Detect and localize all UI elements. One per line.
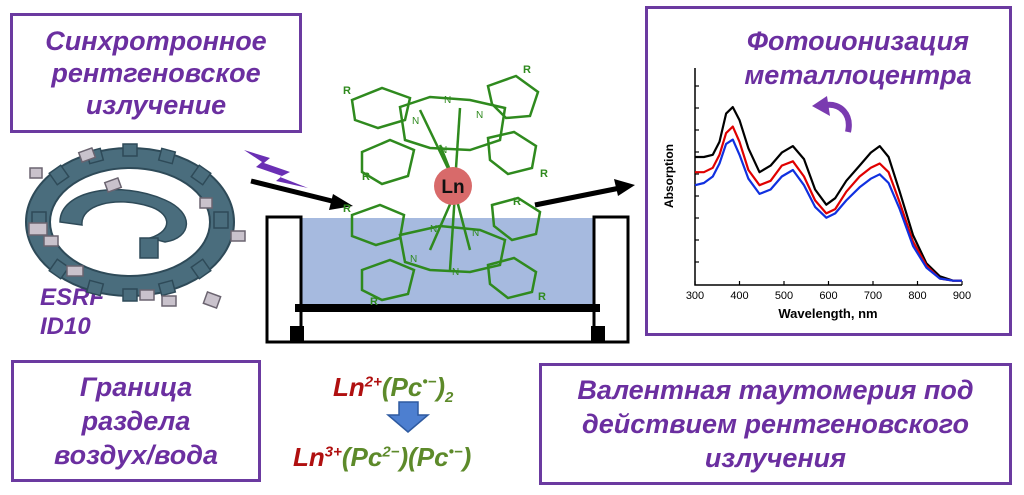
y-axis-label: Absorption bbox=[662, 144, 676, 208]
interface-text: Граница раздела воздух/вода bbox=[54, 372, 218, 470]
x-tick-label: 800 bbox=[908, 290, 926, 302]
x-tick-label: 600 bbox=[819, 290, 837, 302]
x-tick-label: 700 bbox=[864, 290, 882, 302]
series-line-2 bbox=[694, 138, 962, 282]
x-tick-label: 500 bbox=[775, 290, 793, 302]
tautomerism-box: Валентная таутомерия под действием рентг… bbox=[539, 363, 1012, 485]
x-axis-label: Wavelength, nm bbox=[778, 306, 877, 321]
series-line-0 bbox=[695, 106, 962, 282]
tautomerism-text: Валентная таутомерия под действием рентг… bbox=[577, 375, 974, 473]
photoionization-text: Фотоионизация металлоцентра bbox=[744, 26, 972, 90]
chart-axes: 300 400 500 600 700 800 900 bbox=[686, 68, 971, 302]
x-tick-label: 900 bbox=[953, 290, 971, 302]
synchrotron-text: Синхротронное рентгеновское излучение bbox=[45, 26, 267, 120]
formula-bottom: Ln3+(Pc2−)(Pc•−) bbox=[293, 442, 472, 472]
formula-top: Ln2+(Pc•−)2 bbox=[333, 372, 454, 407]
x-tick-label: 300 bbox=[686, 290, 704, 302]
series-line-1 bbox=[695, 125, 962, 282]
synchrotron-box: Синхротронное рентгеновское излучение bbox=[10, 13, 302, 133]
interface-box: Граница раздела воздух/вода bbox=[11, 360, 261, 482]
chart-series bbox=[694, 106, 962, 282]
x-tick-label: 400 bbox=[730, 290, 748, 302]
